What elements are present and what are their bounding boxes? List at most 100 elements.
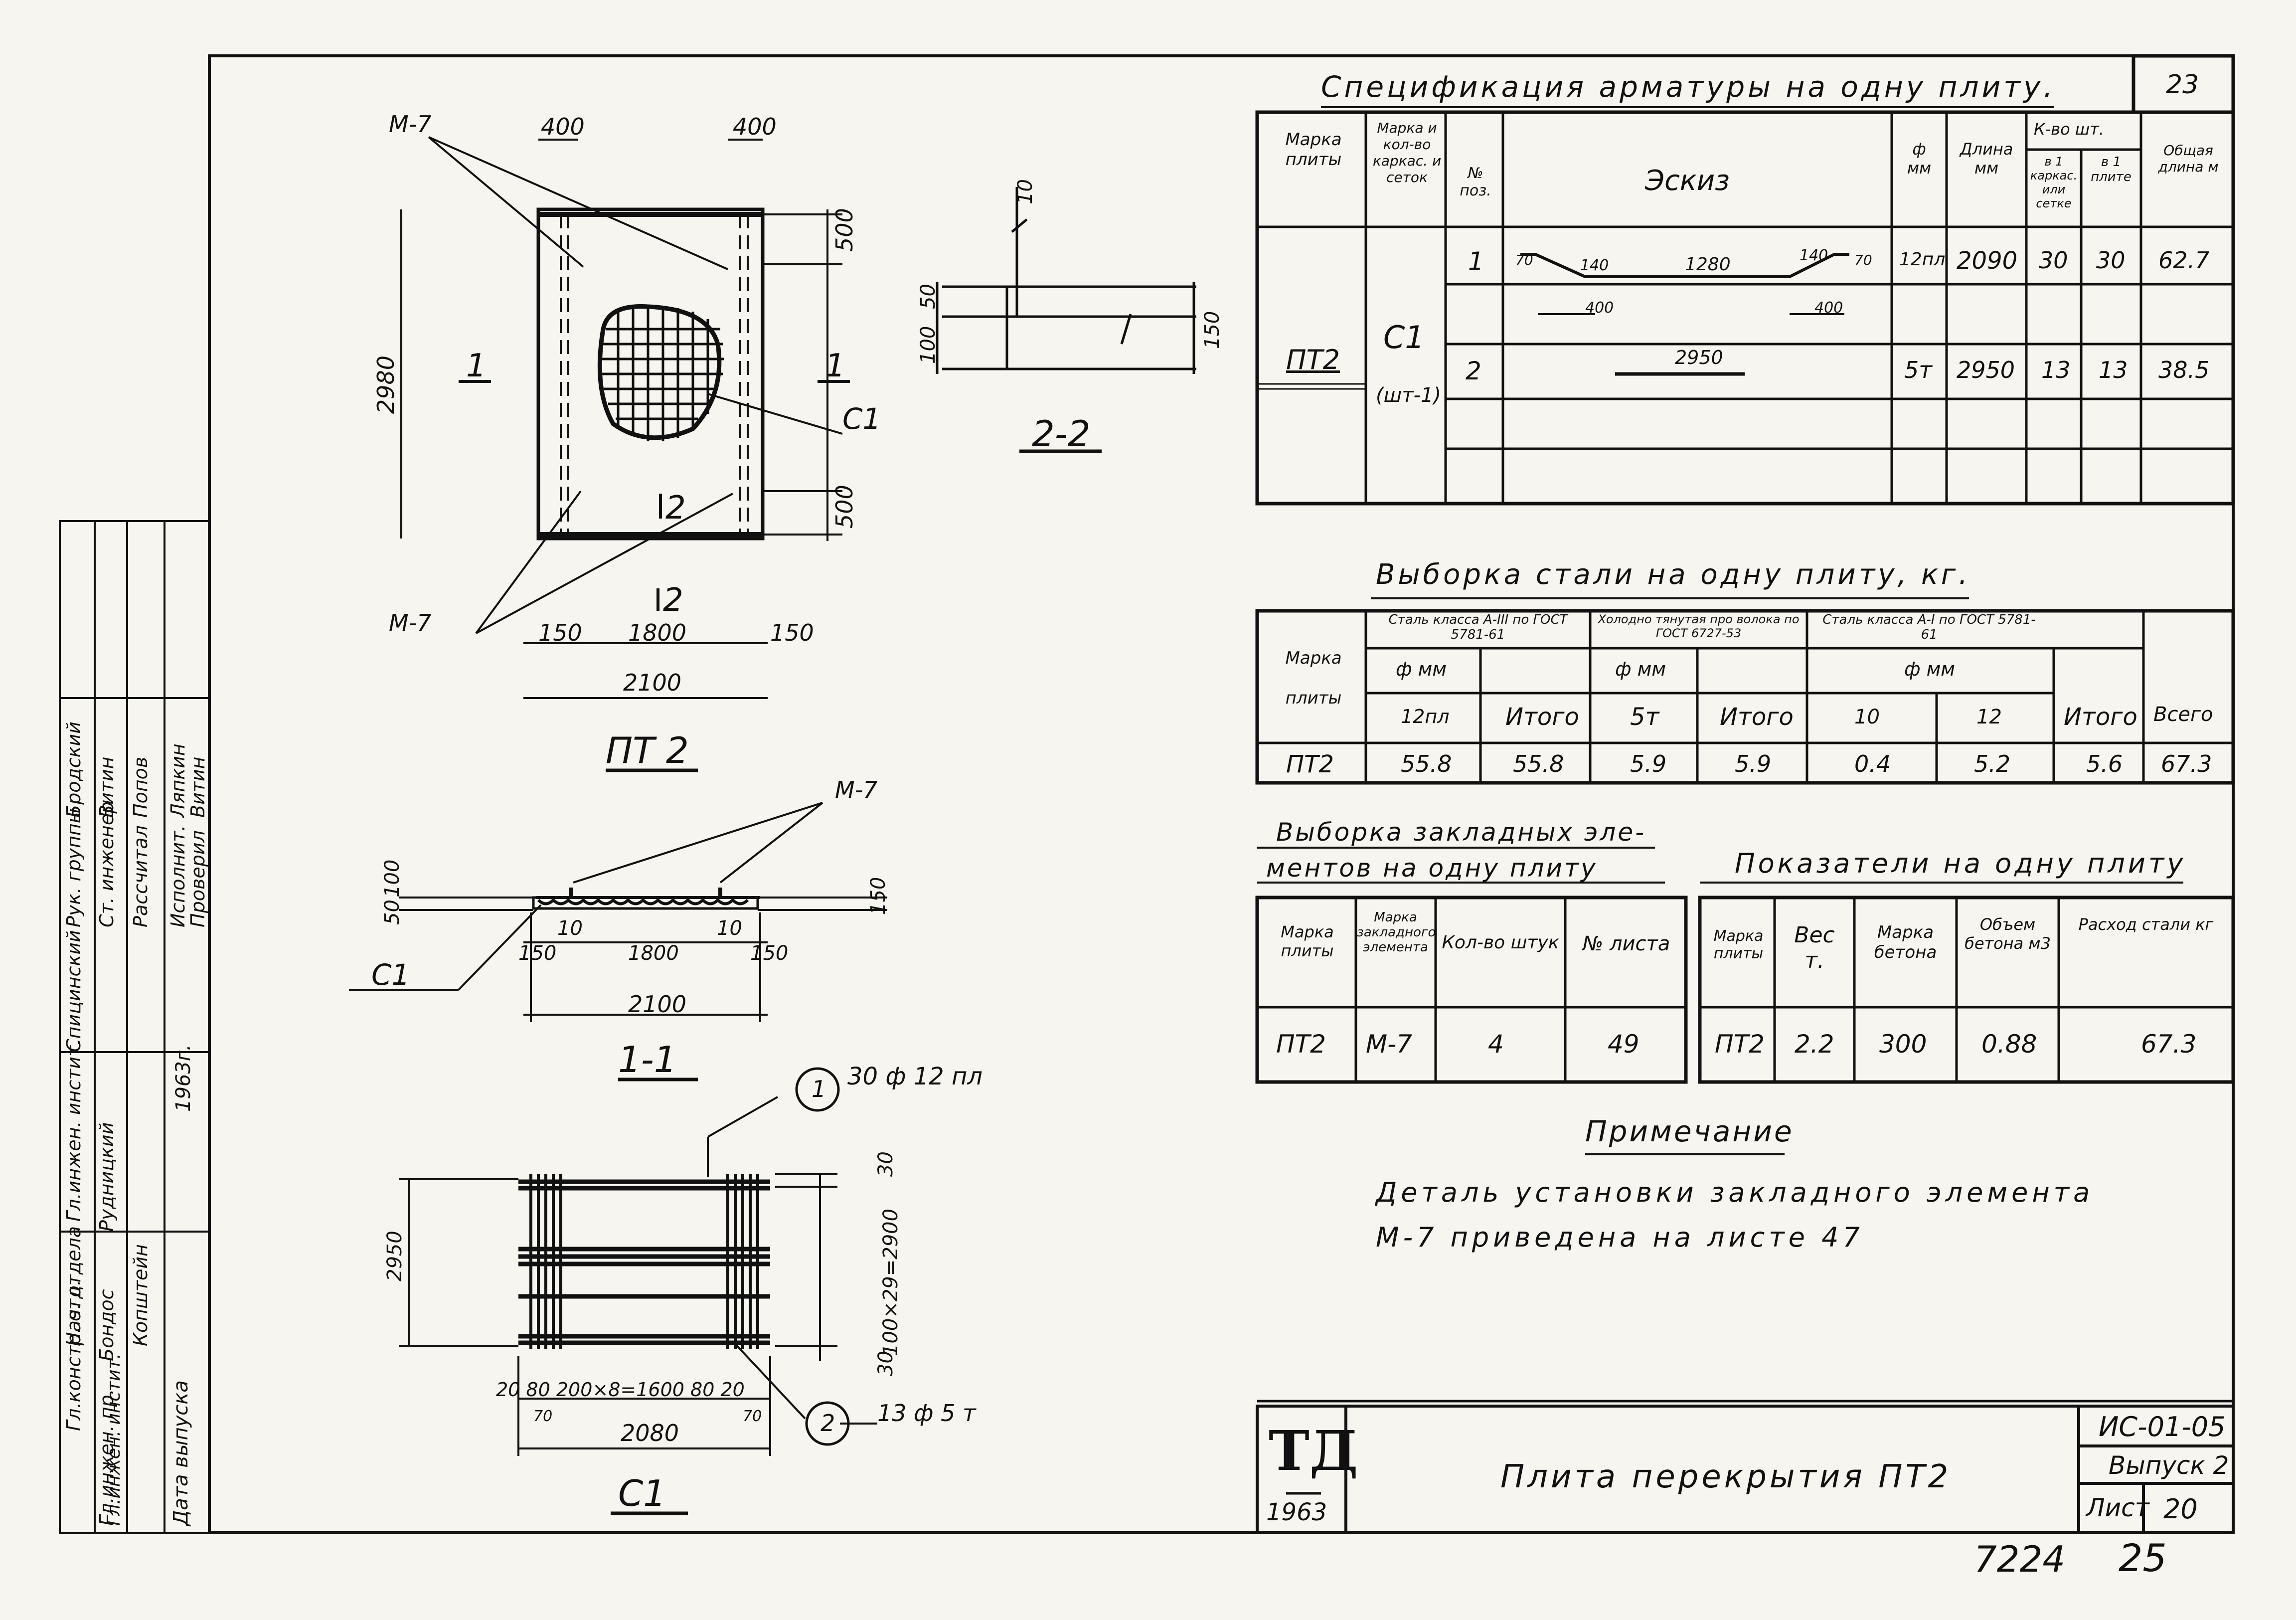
drawing-c1 — [399, 1067, 877, 1515]
steel-r-1: 55.8 — [1401, 750, 1452, 777]
spec-h-frame: Марка и кол-во каркас. и сеток — [1372, 120, 1442, 185]
sketch-e: 70 — [1854, 252, 1872, 268]
sketch-a: 70 — [1515, 252, 1533, 268]
steel-r-mark: ПТ2 — [1286, 750, 1334, 778]
embed-title-1: Выборка закладных эле- — [1276, 818, 1646, 847]
indicators-table-grid — [1698, 882, 2235, 1084]
pt2-height: 2980 — [372, 356, 399, 414]
pt2-section2-bottom: 2 — [663, 582, 683, 619]
embed-r-qty: 4 — [1488, 1030, 1504, 1059]
ind-r-steel: 67.3 — [2141, 1030, 2197, 1059]
spec-r2-dia: 5т — [1904, 357, 1933, 383]
ind-h-volume: Объем бетона м3 — [1965, 915, 2051, 953]
steel-h-vsego: Всего — [2153, 703, 2213, 726]
steel-h-g1: Сталь класса А-III по ГОСТ 5781-61 — [1388, 612, 1568, 642]
c1-callout1: 1 — [812, 1076, 826, 1102]
stamp-name-1: Спицинский — [63, 930, 85, 1052]
ind-r-concrete: 300 — [1879, 1030, 1927, 1059]
d11-10b: 10 — [717, 917, 742, 940]
embed-r-sheet: 49 — [1608, 1030, 1640, 1059]
page-number: 25 — [2119, 1536, 2167, 1580]
steel-r-3: 5.9 — [1630, 750, 1667, 777]
stamp-name-3: Рудницкий — [96, 1122, 118, 1232]
drawing-c1-labels: 1 30 ф 12 пл 2 13 ф 5 т 2950 30 100×29=2… — [383, 1063, 983, 1514]
pt2-d1800: 1800 — [628, 619, 686, 646]
spec-frame-mark: С1 — [1383, 319, 1425, 356]
steel-h-dia1: ф мм — [1396, 658, 1447, 680]
archive-number: 7224 — [1974, 1538, 2066, 1580]
c1-d70-right: 70 — [743, 1408, 762, 1425]
d22-100: 100 — [917, 326, 940, 364]
spec-r1-length: 2090 — [1957, 247, 2018, 275]
stamp-roles-left: Гл.инжен. инстит. — [104, 1353, 124, 1526]
pt2-m7-bottom: М-7 — [389, 609, 432, 636]
pt2-d150-right: 150 — [770, 619, 814, 646]
spec-h-qty: К-во шт. — [2034, 120, 2104, 139]
stamp-role-r4: Исполнит. — [167, 825, 189, 927]
stamp-name-4: Копштейн — [130, 1244, 152, 1346]
spec-title: Спецификация арматуры на одну плиту. — [1321, 70, 2056, 104]
d22-caption: 2-2 — [1032, 413, 1091, 455]
spec-r1-total: 62.7 — [2158, 247, 2210, 274]
c1-caption: С1 — [618, 1472, 666, 1514]
embed-r-mark: ПТ2 — [1276, 1030, 1326, 1059]
sketch-c: 1280 — [1685, 254, 1731, 275]
ind-h-mark: Марка плиты — [1713, 927, 1764, 962]
pt2-w400-left: 400 — [541, 113, 585, 140]
steel-h-itogo3: Итого — [2064, 703, 2137, 731]
d11-m7: М-7 — [835, 776, 878, 803]
spec-h-length: Длина мм — [1960, 140, 2013, 178]
pt2-h500-bottom: 500 — [831, 485, 858, 529]
stamp-name-r1: Бродский — [63, 721, 85, 818]
pt2-section1-left: 1 — [466, 348, 487, 384]
c1-height: 2950 — [383, 1231, 406, 1281]
stamp-role-r3: Рассчитал — [130, 825, 152, 927]
c1-callout2: 2 — [820, 1410, 835, 1437]
c1-d30-bottom: 30 — [874, 1351, 897, 1376]
ind-h-steel: Расход стали кг — [2078, 915, 2214, 934]
d11-10a: 10 — [557, 917, 583, 940]
c1-callout1-text: 30 ф 12 пл — [847, 1063, 983, 1090]
spec-r2-length: 2950 — [1957, 357, 2015, 383]
stamp-name-5: 1963г. — [172, 1044, 195, 1112]
spec-r2-plate: 13 — [2099, 357, 2128, 383]
d11-150: 150 — [867, 877, 890, 915]
sheet-number-top: 23 — [2166, 70, 2199, 100]
spec-r1-plate: 30 — [2096, 247, 2126, 274]
title-block-grid — [1256, 1405, 2235, 1534]
stamp-role-r1: Рук. группы — [63, 808, 85, 927]
steel-r-2: 55.8 — [1513, 750, 1564, 777]
stamp-name-r4: Ляпкин — [167, 743, 189, 818]
spec-r2-pos: 2 — [1466, 357, 1481, 385]
d11-caption: 1-1 — [618, 1039, 677, 1080]
c1-d30-top: 30 — [874, 1151, 897, 1177]
logo-year: 1963 — [1266, 1498, 1327, 1526]
stamp-role-3: Гл.констр. отд. — [63, 1279, 85, 1431]
stamp-name-r3: Попов — [130, 756, 152, 818]
mesh-lines — [601, 307, 724, 441]
embed-title-2: ментов на одну плиту — [1266, 854, 1598, 883]
spec-h-qty-plate: в 1 плите — [2091, 155, 2132, 184]
steel-h-dia2: ф мм — [1615, 658, 1666, 680]
pt2-w400-right: 400 — [733, 113, 777, 140]
steel-h-d12: 12пл — [1401, 706, 1450, 727]
spec-h-total: Общая длина м — [2158, 142, 2219, 175]
embed-h-sheet: № листа — [1582, 932, 1670, 955]
d22-50: 50 — [917, 284, 940, 309]
ind-r-weight: 2.2 — [1795, 1030, 1834, 1059]
d11-50: 50 — [381, 900, 404, 925]
spec-h-pos: № поз. — [1460, 165, 1491, 199]
stamp-role-4: Гл.инжен. пр. — [96, 1389, 118, 1526]
note-line1: Деталь установки закладного элемента — [1376, 1177, 2094, 1208]
spec-frame-qty: (шт-1) — [1376, 384, 1441, 407]
embed-h-mark: Марка плиты — [1281, 922, 1334, 960]
drawing-22-labels: 10 50 100 150 2-2 — [917, 179, 1224, 455]
steel-h-itogo1: Итого — [1505, 703, 1579, 731]
drawing-issue: Выпуск 2 — [2109, 1451, 2229, 1480]
pt2-caption: ПТ 2 — [606, 729, 689, 771]
d22-10: 10 — [1014, 179, 1037, 204]
spec-r2-frame: 13 — [2041, 357, 2071, 383]
pt2-d150-left: 150 — [538, 619, 582, 646]
c1-callout2-text: 13 ф 5 т — [877, 1400, 977, 1427]
